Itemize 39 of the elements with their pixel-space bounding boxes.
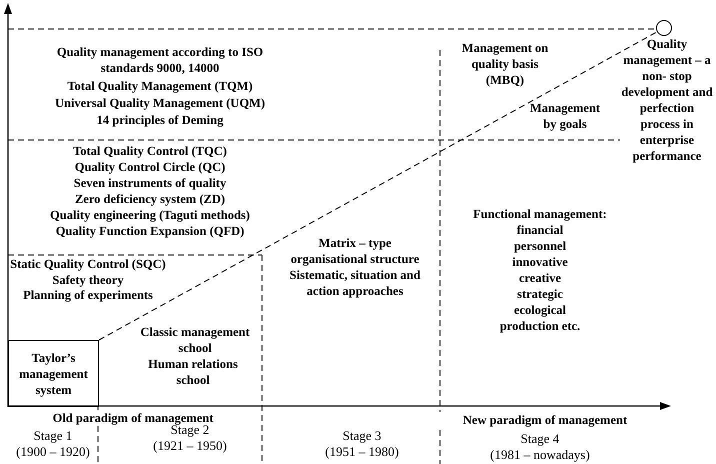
list-item: Quality Control Circle (QC) <box>74 159 226 175</box>
stage-date: (1900 – 1920) <box>15 444 91 460</box>
list-item: Management by goals <box>528 100 602 132</box>
list-item: Planning of experiments <box>22 287 154 303</box>
list-item: strategic <box>516 286 564 302</box>
list-item: financial <box>516 222 564 238</box>
list-item: Human relations school <box>147 356 239 388</box>
stage-label: Stage 3 <box>342 428 382 444</box>
list-item: Universal Quality Management (UQM) <box>54 95 266 111</box>
list-item: Management on quality basis (MBQ) <box>460 40 550 88</box>
stage-date: (1981 – nowadays) <box>489 447 591 463</box>
list-item: Matrix – type organisational structure <box>290 235 420 267</box>
goal-circle <box>656 20 672 36</box>
stage-date: (1921 – 1950) <box>152 438 228 454</box>
list-item: Quality Function Expansion (QFD) <box>54 223 246 239</box>
list-item: Safety theory <box>51 272 125 288</box>
stage-label: Stage 4 <box>520 431 560 447</box>
list-item: Zero deficiency system (ZD) <box>74 191 226 207</box>
list-item: Quality management according to ISO standards 9000, 14000 <box>56 44 264 76</box>
dashed-connector <box>98 31 658 340</box>
list-item: production etc. <box>498 318 582 334</box>
list-item: Sistematic, situation and action approaches <box>288 267 422 299</box>
node-caption: Quality management – a non- stop development and perfection process in enterprise performance <box>620 36 714 164</box>
list-item: 14 principles of Deming <box>96 112 224 128</box>
list-item: ecological <box>512 302 568 318</box>
list-item: innovative <box>511 254 569 270</box>
stage-label: Stage 1 <box>32 428 74 444</box>
list-item: Static Quality Control (SQC) <box>9 256 167 272</box>
list-item: Seven instruments of quality <box>72 175 228 191</box>
list-item: Classic management school <box>139 324 251 356</box>
list-item: Quality engineering (Taguti methods) <box>49 207 251 223</box>
node-text: Taylor’s management system <box>18 350 89 398</box>
list-item: Total Quality Management (TQM) <box>66 78 254 94</box>
system-box <box>8 340 99 407</box>
list-item: personnel <box>512 238 568 254</box>
list-item: Total Quality Control (TQC) <box>72 143 228 159</box>
list-heading: Functional management: <box>472 206 608 222</box>
stage-date: (1951 – 1980) <box>324 444 400 460</box>
list-item: creative <box>518 270 562 286</box>
